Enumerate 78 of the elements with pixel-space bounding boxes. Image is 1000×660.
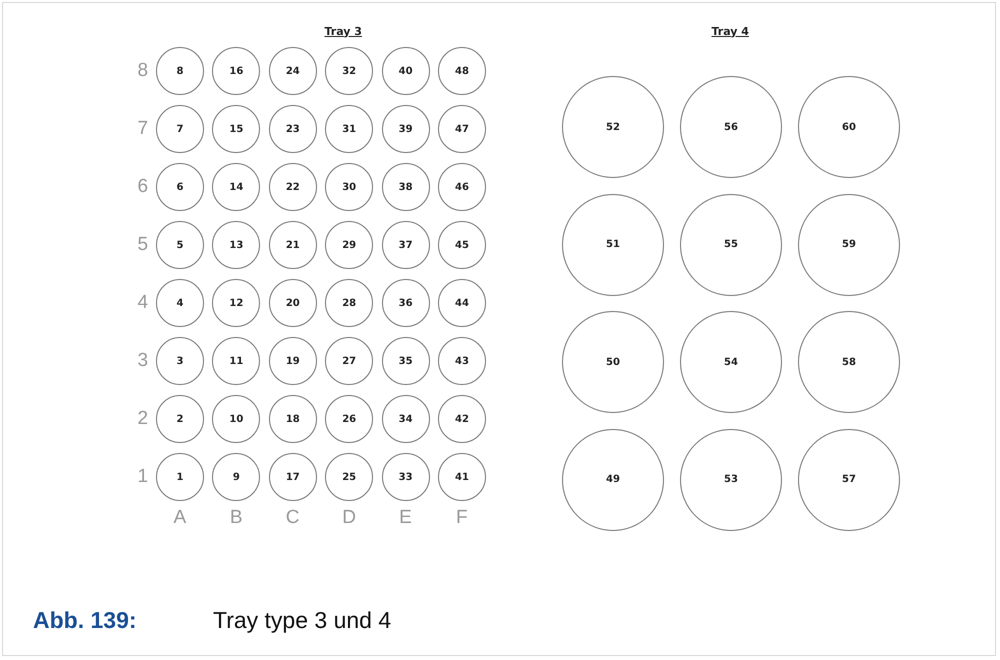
tray-title: Tray 4 (712, 24, 749, 38)
well-circle: 29 (325, 221, 374, 269)
well-circle: 55 (680, 194, 782, 296)
well-circle: 56 (680, 76, 782, 178)
well-circle: 50 (562, 311, 664, 413)
well-circle: 26 (325, 395, 374, 443)
well-circle: 11 (212, 337, 260, 385)
well-circle: 5 (156, 221, 204, 269)
well-circle: 6 (156, 163, 204, 211)
well-circle: 52 (562, 76, 664, 178)
row-number: 7 (138, 118, 148, 140)
well-circle: 37 (382, 221, 430, 269)
well-circle: 1 (156, 453, 204, 501)
row-number: 2 (138, 408, 148, 430)
tray-title: Tray 3 (324, 24, 362, 38)
well-circle: 30 (325, 163, 374, 211)
well-circle: 21 (268, 221, 317, 269)
well-circle: 17 (268, 453, 317, 501)
well-circle: 22 (268, 163, 317, 211)
well-circle: 47 (438, 105, 486, 153)
well-circle: 12 (212, 279, 260, 327)
well-circle: 34 (382, 395, 430, 443)
well-circle: 53 (680, 428, 782, 530)
row-number: 8 (138, 60, 148, 82)
well-circle: 35 (382, 337, 430, 385)
column-letter: D (342, 507, 356, 529)
well-circle: 40 (382, 47, 430, 95)
well-circle: 20 (268, 279, 317, 327)
well-circle: 60 (798, 76, 900, 178)
well-circle: 49 (562, 428, 664, 530)
row-number: 4 (138, 292, 148, 314)
well-circle: 19 (268, 337, 317, 385)
well-circle: 32 (325, 47, 374, 95)
well-circle: 8 (156, 47, 204, 95)
well-circle: 54 (680, 311, 782, 413)
well-circle: 14 (212, 163, 260, 211)
well-circle: 57 (798, 428, 900, 530)
figure-caption: Tray type 3 und 4 (213, 606, 392, 634)
well-circle: 10 (212, 395, 260, 443)
well-circle: 36 (382, 279, 430, 327)
well-circle: 7 (156, 105, 204, 153)
well-circle: 2 (156, 395, 204, 443)
well-circle: 15 (212, 105, 260, 153)
column-letter: C (286, 507, 300, 529)
row-number: 6 (138, 176, 148, 198)
well-circle: 4 (156, 279, 204, 327)
row-number: 3 (138, 350, 148, 372)
well-circle: 59 (798, 194, 900, 296)
well-circle: 9 (212, 453, 260, 501)
well-circle: 58 (798, 311, 900, 413)
well-circle: 51 (562, 194, 664, 296)
well-circle: 31 (325, 105, 374, 153)
well-circle: 33 (382, 453, 430, 501)
well-circle: 48 (438, 47, 486, 95)
well-circle: 27 (325, 337, 374, 385)
column-letter: F (456, 507, 468, 529)
column-letter: E (399, 507, 412, 529)
well-circle: 23 (268, 105, 317, 153)
well-circle: 24 (268, 47, 317, 95)
well-circle: 3 (156, 337, 204, 385)
well-circle: 18 (268, 395, 317, 443)
well-circle: 44 (438, 279, 486, 327)
well-circle: 13 (212, 221, 260, 269)
well-circle: 45 (438, 221, 486, 269)
well-circle: 28 (325, 279, 374, 327)
well-circle: 38 (382, 163, 430, 211)
well-circle: 25 (325, 453, 374, 501)
well-circle: 41 (438, 453, 486, 501)
row-number: 5 (138, 234, 148, 256)
well-circle: 46 (438, 163, 486, 211)
well-circle: 16 (212, 47, 260, 95)
column-letter: A (174, 507, 186, 529)
column-letter: B (230, 507, 243, 529)
well-circle: 39 (382, 105, 430, 153)
figure-number: Abb. 139: (33, 606, 137, 634)
row-number: 1 (138, 466, 148, 488)
well-circle: 42 (438, 395, 486, 443)
well-circle: 43 (438, 337, 486, 385)
